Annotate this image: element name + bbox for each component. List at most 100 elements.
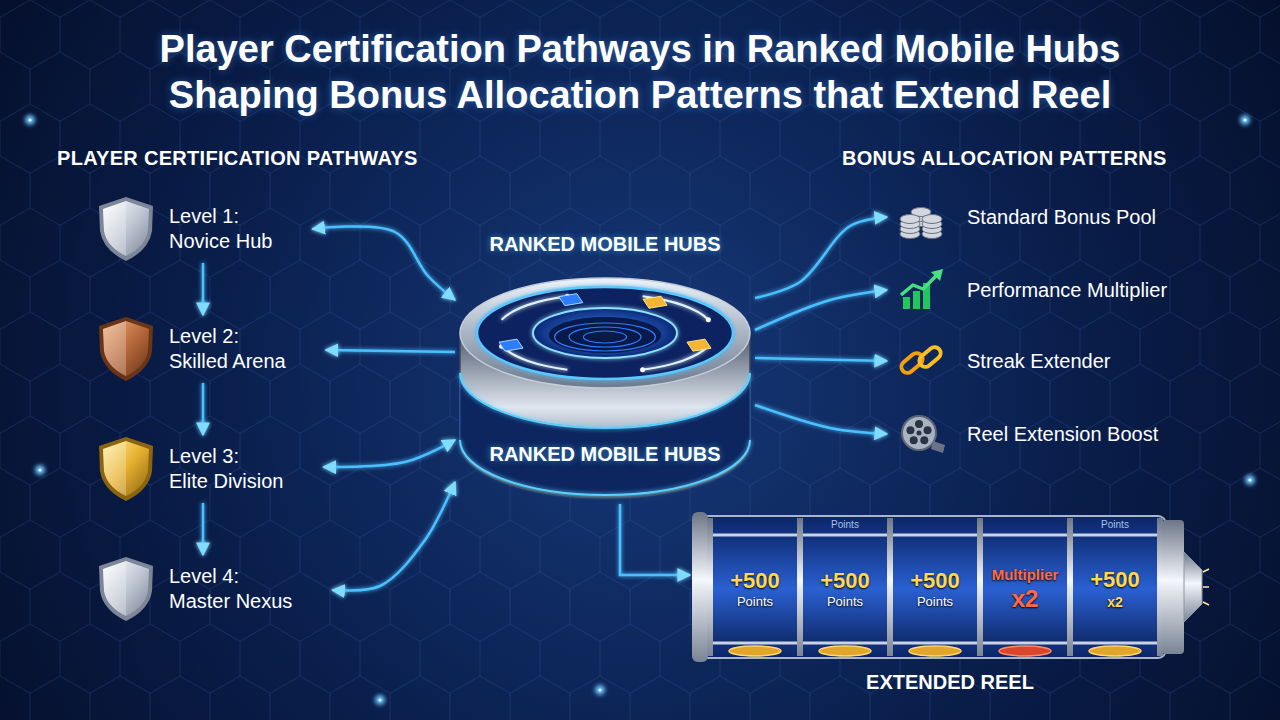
- glow-dots-part: [1248, 478, 1251, 481]
- reel-ghost-text: Points: [1055, 519, 1175, 531]
- glow-dots-part: [595, 685, 605, 695]
- reel-coin: [909, 646, 961, 656]
- shield-icon: [95, 555, 157, 623]
- glow-dots-part: [1240, 115, 1250, 125]
- extended-reel: EXTENDED REEL+500Points+500Points+500Poi…: [690, 512, 1210, 696]
- reel-coin: [1089, 646, 1141, 656]
- glow-dots-part: [1245, 475, 1255, 485]
- title-slot: Player Certification Pathways in Ranked …: [90, 26, 1190, 118]
- hub-tile: [687, 339, 711, 351]
- coins-icon: [897, 194, 947, 240]
- reel-divider: [1067, 518, 1073, 656]
- level-name: Elite Division: [169, 469, 283, 494]
- connector-arrow: [755, 358, 887, 361]
- label-slot: PLAYER CERTIFICATION PATHWAYS: [57, 146, 477, 170]
- connector-arrow: [312, 226, 455, 300]
- reel-value: Multiplier: [992, 565, 1059, 585]
- shield-shine: [103, 201, 126, 256]
- shield-rim: [99, 197, 153, 261]
- chain-link: [917, 345, 943, 370]
- connector-arrow: [326, 350, 455, 352]
- connector-arrow: [323, 440, 455, 467]
- hub-tile: [559, 294, 583, 306]
- coin: [922, 215, 942, 224]
- film-hole: [915, 420, 923, 428]
- hub-spark: [640, 367, 645, 372]
- reel-body: [700, 516, 1166, 658]
- level-name: Novice Hub: [169, 229, 272, 254]
- chart-bar: [903, 297, 910, 309]
- column-heading: PLAYER CERTIFICATION PATHWAYS: [57, 146, 477, 170]
- label-slot: BONUS ALLOCATION PATTERNS: [842, 146, 1262, 170]
- hub-ring: RANKED MOBILE HUBSRANKED MOBILE HUBS: [455, 228, 755, 504]
- glow-dots-part: [375, 695, 385, 705]
- reel-coin: [999, 646, 1051, 656]
- reel-spark: [1203, 586, 1209, 588]
- connector-arrow: [620, 504, 690, 575]
- connector-arrow: [202, 503, 205, 555]
- shield-face: [103, 201, 149, 256]
- reel-cell: +500Points: [802, 537, 888, 641]
- hub-well-line: [555, 323, 656, 351]
- reel-cell-frame: [800, 535, 890, 643]
- bonus-label: Reel Extension Boost: [967, 422, 1158, 446]
- diagram-title: Player Certification Pathways in Ranked …: [90, 26, 1190, 118]
- trend-head: [931, 269, 943, 281]
- reel-divider: [797, 518, 803, 656]
- reel-unit: x2: [1107, 593, 1123, 611]
- reel-value: +500: [820, 568, 870, 594]
- shield-rim: [99, 557, 153, 621]
- film-hub: [917, 431, 922, 436]
- glow-dots-part: [35, 465, 45, 475]
- film-hole: [906, 426, 914, 434]
- shield-shine: [103, 561, 126, 616]
- hub-top: [460, 278, 750, 388]
- hub-track: [477, 287, 733, 379]
- reel-unit: Points: [827, 594, 863, 610]
- glow-dots: [25, 115, 1255, 705]
- badge-text: Level 2:Skilled Arena: [169, 324, 286, 374]
- glow-dots-part: [38, 468, 41, 471]
- reel-coin: [819, 646, 871, 656]
- trend-line: [901, 275, 937, 295]
- bonus-label: Standard Bonus Pool: [967, 205, 1156, 229]
- reel-cap: [692, 512, 708, 662]
- hub-well-core: [549, 317, 661, 353]
- shield-shine: [103, 321, 126, 376]
- hub-well-line: [583, 331, 626, 343]
- reel-cell: +500x2: [1072, 537, 1158, 641]
- reel-value: +500: [1090, 567, 1140, 593]
- reel-cell: +500Points: [892, 537, 978, 641]
- film-strip: [931, 441, 945, 453]
- reel-cell-frame: [890, 535, 980, 643]
- shield-icon: [95, 435, 157, 503]
- reel-divider: [707, 518, 713, 656]
- connector-arrow: [332, 482, 455, 591]
- shield-rim: [99, 437, 153, 501]
- reel-cell: Multiplierx2: [982, 537, 1068, 641]
- badge-text: Level 3:Elite Division: [169, 444, 283, 494]
- reel-unit: x2: [1012, 585, 1039, 613]
- hub-spark: [706, 317, 711, 322]
- hub-band: [460, 373, 750, 495]
- shield-face: [103, 321, 149, 376]
- reel-coin: [729, 646, 781, 656]
- certification-level: Level 3:Elite Division: [95, 435, 323, 503]
- level-heading: Level 2:: [169, 324, 286, 349]
- bonus-label: Performance Multiplier: [967, 278, 1167, 302]
- shield-face: [103, 441, 149, 496]
- coin: [900, 215, 920, 224]
- hub-label: RANKED MOBILE HUBS: [489, 442, 720, 466]
- bonus-label: Streak Extender: [967, 349, 1110, 373]
- certification-level: Level 1:Novice Hub: [95, 195, 312, 263]
- shield-rim: [99, 317, 153, 381]
- reel-spark: [1203, 569, 1209, 572]
- level-heading: Level 3:: [169, 444, 283, 469]
- hub-well: [533, 308, 677, 358]
- badge-text: Level 4:Master Nexus: [169, 564, 292, 614]
- connector-arrow: [202, 383, 205, 435]
- level-heading: Level 1:: [169, 204, 272, 229]
- shield-icon: [95, 195, 157, 263]
